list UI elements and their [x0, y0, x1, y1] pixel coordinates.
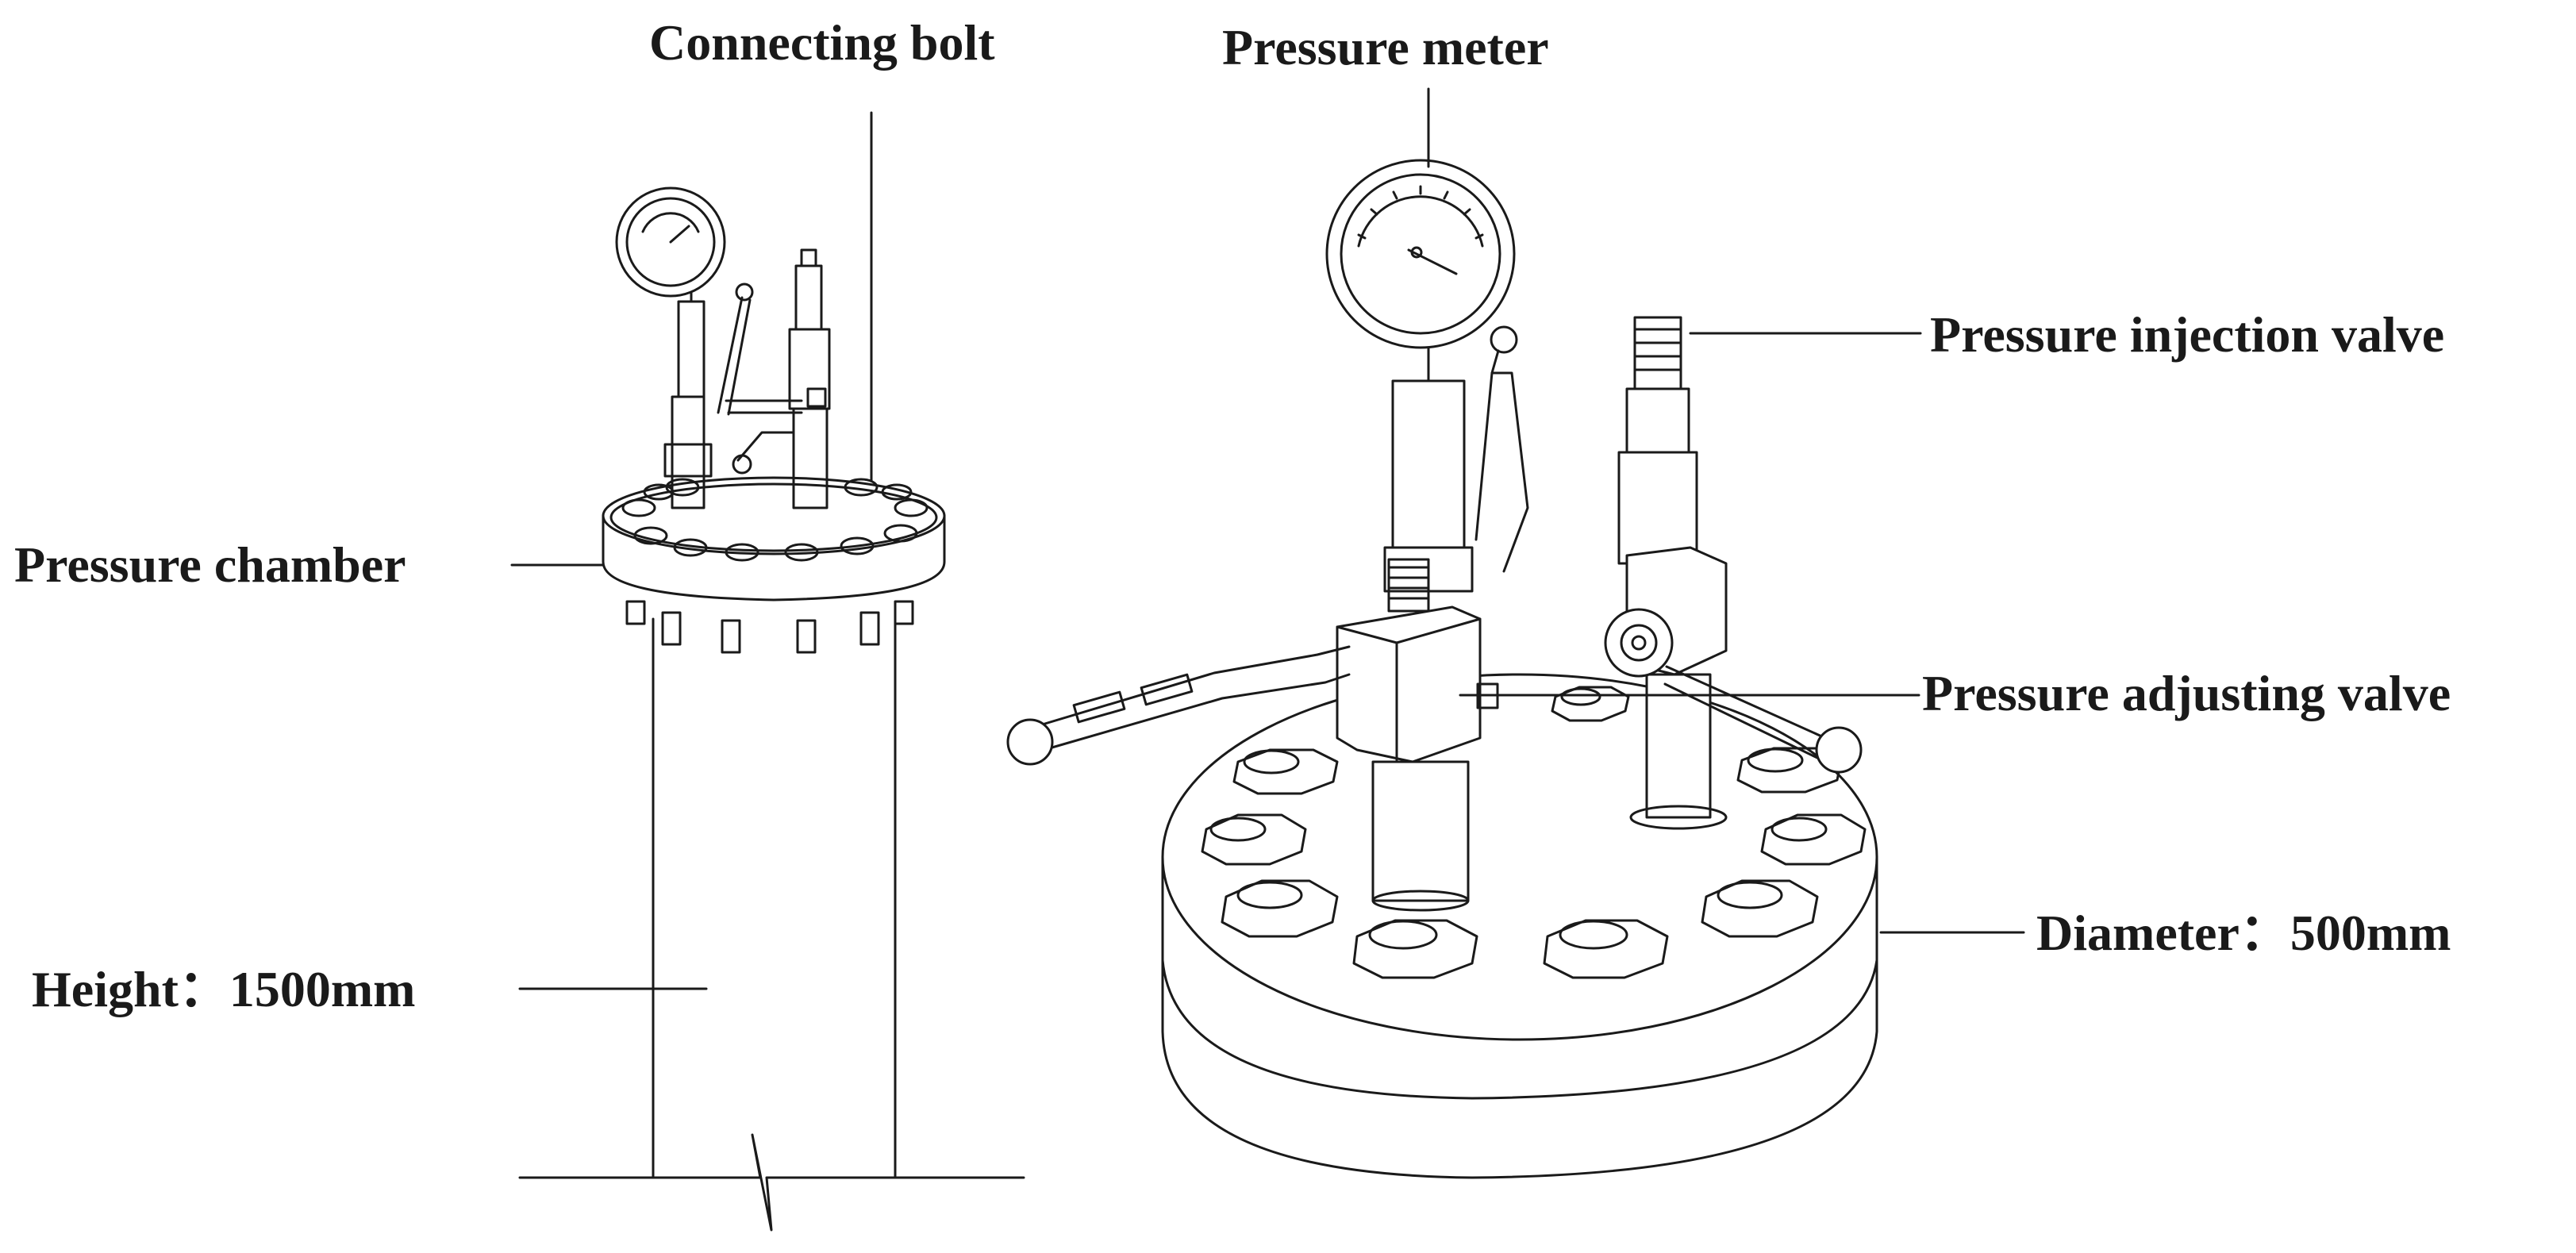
small-injection-valve	[796, 266, 821, 329]
small-apparatus	[520, 188, 1024, 1230]
large-adjusting-valve-body	[1337, 607, 1480, 762]
small-lower-bolts	[627, 602, 913, 652]
label-connecting-bolt: Connecting bolt	[649, 14, 995, 71]
large-left-handle	[1024, 647, 1349, 754]
small-flange-bolts	[623, 479, 927, 560]
label-pressure-adjusting-valve: Pressure adjusting valve	[1922, 665, 2451, 721]
label-pressure-injection-valve: Pressure injection valve	[1930, 306, 2445, 363]
large-apparatus	[1008, 160, 1877, 1178]
ground-line-with-break	[520, 1135, 1024, 1230]
small-flange-top	[603, 478, 944, 554]
large-flange-side	[1163, 857, 1877, 1178]
large-flange-nuts	[1202, 687, 1865, 978]
label-height: Height：1500mm	[32, 961, 416, 1017]
label-diameter: Diameter：500mm	[2036, 905, 2451, 961]
label-pressure-chamber: Pressure chamber	[14, 536, 406, 593]
label-pressure-meter: Pressure meter	[1222, 19, 1549, 75]
small-flange	[603, 516, 944, 600]
large-center-column	[1373, 762, 1468, 901]
